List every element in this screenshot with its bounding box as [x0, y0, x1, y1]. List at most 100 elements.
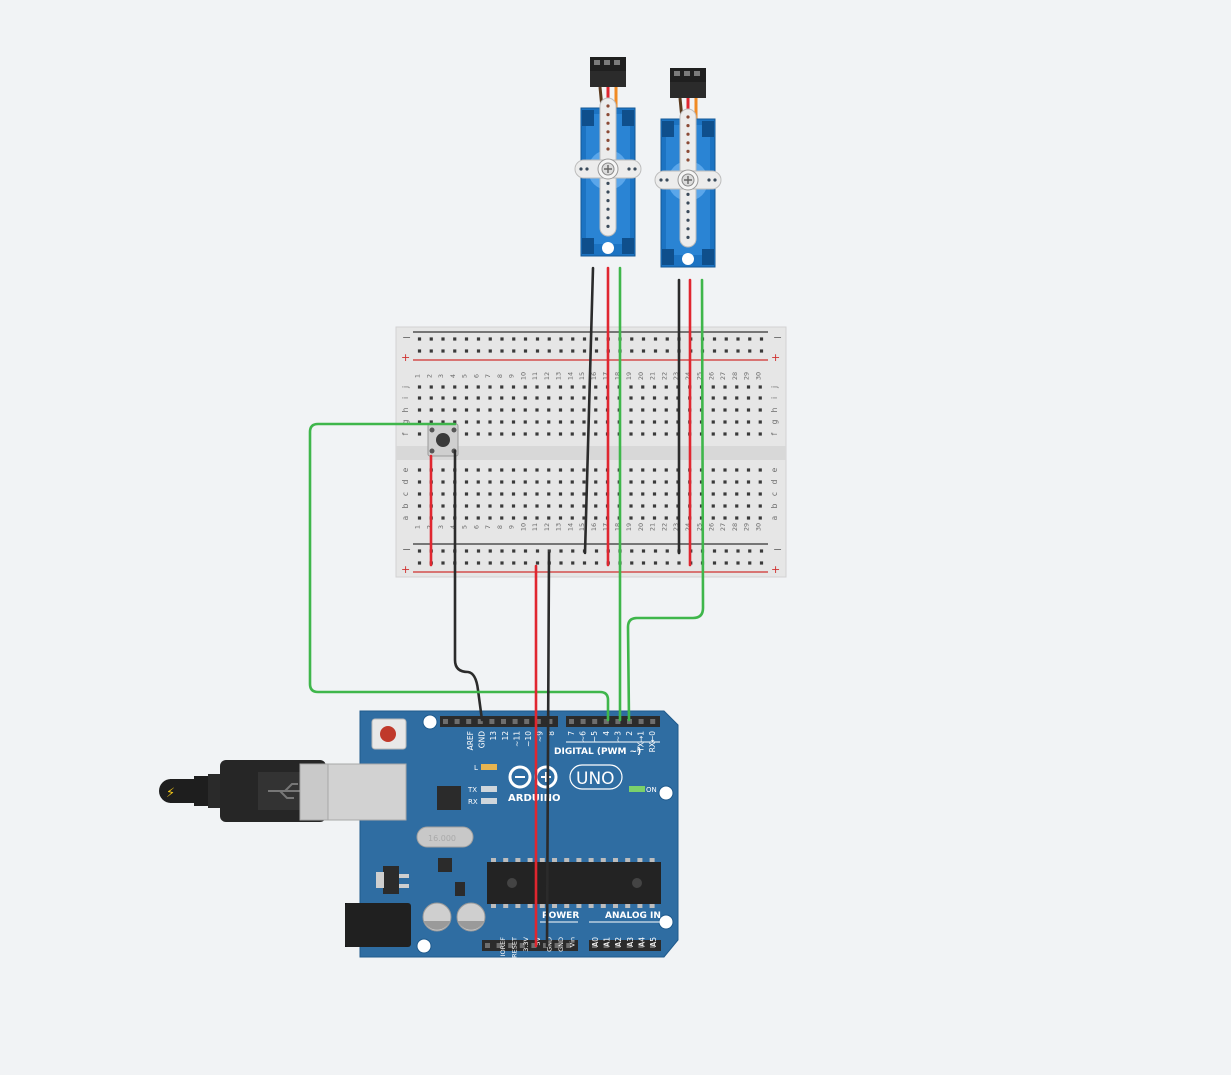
- rail-hole[interactable]: [630, 549, 634, 553]
- rail-hole[interactable]: [547, 337, 551, 341]
- rail-hole[interactable]: [712, 337, 717, 341]
- rail-hole[interactable]: [488, 549, 492, 553]
- rail-hole[interactable]: [724, 549, 728, 553]
- breadboard-hole[interactable]: [511, 408, 516, 412]
- breadboard-hole[interactable]: [711, 516, 715, 520]
- breadboard-hole[interactable]: [547, 480, 551, 484]
- breadboard-hole[interactable]: [711, 432, 715, 436]
- rail-hole[interactable]: [417, 561, 422, 565]
- rail-hole[interactable]: [441, 349, 445, 353]
- breadboard-hole[interactable]: [594, 420, 598, 424]
- breadboard-hole[interactable]: [735, 516, 739, 520]
- wire-black[interactable]: [453, 449, 484, 722]
- breadboard-hole[interactable]: [723, 408, 727, 412]
- rail-hole[interactable]: [488, 337, 492, 341]
- breadboard-hole[interactable]: [629, 396, 633, 400]
- rail-hole[interactable]: [488, 561, 492, 565]
- rail-hole[interactable]: [464, 561, 469, 565]
- breadboard-hole[interactable]: [476, 420, 480, 424]
- breadboard-hole[interactable]: [582, 396, 586, 400]
- rail-hole[interactable]: [759, 337, 764, 341]
- breadboard-hole[interactable]: [629, 408, 633, 412]
- breadboard-hole[interactable]: [758, 420, 762, 424]
- rail-hole[interactable]: [571, 337, 575, 341]
- breadboard-hole[interactable]: [500, 468, 504, 472]
- rail-hole[interactable]: [571, 349, 575, 353]
- rail-hole[interactable]: [441, 561, 445, 565]
- rail-hole[interactable]: [535, 337, 540, 341]
- breadboard-hole[interactable]: [735, 385, 739, 389]
- rail-hole[interactable]: [677, 561, 681, 565]
- breadboard-hole[interactable]: [652, 432, 657, 436]
- breadboard-hole[interactable]: [570, 432, 574, 436]
- breadboard-hole[interactable]: [511, 385, 516, 389]
- wire-green[interactable]: [308, 422, 610, 722]
- wires[interactable]: [308, 266, 705, 948]
- rail-hole[interactable]: [500, 549, 504, 553]
- breadboard-hole[interactable]: [629, 468, 633, 472]
- breadboard-hole[interactable]: [641, 480, 645, 484]
- breadboard-hole[interactable]: [746, 480, 751, 484]
- breadboard-hole[interactable]: [652, 396, 657, 400]
- breadboard-hole[interactable]: [723, 480, 727, 484]
- breadboard-hole[interactable]: [464, 420, 469, 424]
- rail-hole[interactable]: [724, 561, 728, 565]
- header-pin-hole[interactable]: [485, 943, 490, 948]
- pushbutton[interactable]: [427, 423, 459, 457]
- breadboard-hole[interactable]: [711, 420, 715, 424]
- rail-hole[interactable]: [547, 349, 551, 353]
- breadboard-hole[interactable]: [652, 408, 657, 412]
- breadboard-hole[interactable]: [711, 492, 715, 496]
- breadboard-hole[interactable]: [535, 432, 539, 436]
- breadboard-hole[interactable]: [488, 385, 492, 389]
- rail-hole[interactable]: [429, 349, 433, 353]
- breadboard-hole[interactable]: [570, 492, 574, 496]
- rail-hole[interactable]: [429, 337, 433, 341]
- breadboard-hole[interactable]: [664, 516, 668, 520]
- breadboard-hole[interactable]: [523, 468, 527, 472]
- rail-hole[interactable]: [512, 349, 516, 353]
- breadboard-hole[interactable]: [441, 468, 445, 472]
- breadboard-hole[interactable]: [558, 420, 563, 424]
- header-pin-hole[interactable]: [547, 719, 553, 724]
- rail-hole[interactable]: [476, 349, 481, 353]
- header-pin-hole[interactable]: [580, 719, 586, 724]
- breadboard-hole[interactable]: [523, 492, 527, 496]
- breadboard-hole[interactable]: [758, 492, 762, 496]
- rail-hole[interactable]: [594, 337, 599, 341]
- breadboard-hole[interactable]: [523, 504, 527, 508]
- breadboard-hole[interactable]: [417, 504, 422, 508]
- breadboard-hole[interactable]: [500, 492, 504, 496]
- breadboard-hole[interactable]: [441, 396, 445, 400]
- rail-hole[interactable]: [453, 337, 457, 341]
- breadboard-hole[interactable]: [417, 468, 422, 472]
- breadboard-hole[interactable]: [547, 408, 551, 412]
- rail-hole[interactable]: [641, 549, 646, 553]
- breadboard-hole[interactable]: [511, 504, 516, 508]
- header-pin-hole[interactable]: [519, 943, 525, 948]
- breadboard-hole[interactable]: [664, 492, 668, 496]
- breadboard-hole[interactable]: [488, 492, 492, 496]
- breadboard-hole[interactable]: [711, 468, 715, 472]
- breadboard-hole[interactable]: [488, 432, 492, 436]
- rail-hole[interactable]: [441, 549, 445, 553]
- breadboard-hole[interactable]: [488, 408, 492, 412]
- header-pin-hole[interactable]: [615, 719, 621, 724]
- header-pin-hole[interactable]: [477, 719, 483, 724]
- breadboard-hole[interactable]: [594, 516, 598, 520]
- breadboard-hole[interactable]: [547, 420, 551, 424]
- breadboard-hole[interactable]: [500, 408, 504, 412]
- breadboard-hole[interactable]: [582, 385, 586, 389]
- breadboard-hole[interactable]: [570, 504, 574, 508]
- breadboard-hole[interactable]: [453, 408, 457, 412]
- rail-hole[interactable]: [559, 549, 563, 553]
- rail-hole[interactable]: [759, 549, 764, 553]
- breadboard-hole[interactable]: [511, 420, 516, 424]
- header-pin-hole[interactable]: [650, 943, 655, 948]
- breadboard-hole[interactable]: [664, 385, 668, 389]
- breadboard-hole[interactable]: [723, 516, 727, 520]
- rail-hole[interactable]: [641, 349, 646, 353]
- breadboard-hole[interactable]: [652, 492, 657, 496]
- breadboard-hole[interactable]: [488, 504, 492, 508]
- breadboard-hole[interactable]: [523, 480, 527, 484]
